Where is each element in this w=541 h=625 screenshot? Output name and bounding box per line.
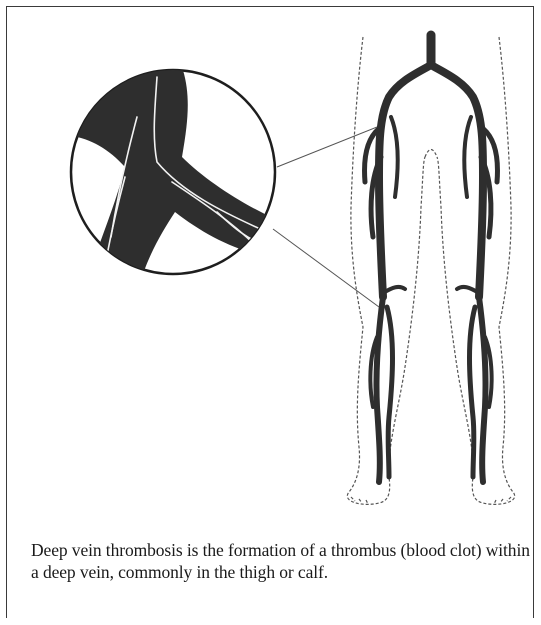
inset-pointer-lines [273,127,379,307]
magnified-vein-inset [65,62,282,287]
left-thigh-branch-3 [391,117,398,197]
figure-caption: Deep vein thrombosis is the formation of… [31,539,531,583]
left-calf-vein [376,297,383,482]
right-calf-vein [479,297,486,482]
right-iliac-femoral-vein [431,65,483,297]
deep-vein-network [365,35,498,482]
left-foot-toes [351,497,368,504]
right-calf-branch [470,307,476,477]
left-calf-branch [387,307,393,477]
right-thigh-branch-3 [464,117,471,197]
legs-outline [347,37,514,504]
crotch-outline [425,150,437,158]
left-iliac-femoral-vein [379,65,431,297]
dvt-illustration [7,7,535,522]
figure-frame: Deep vein thrombosis is the formation of… [6,6,534,618]
right-foot-toes [494,497,511,504]
